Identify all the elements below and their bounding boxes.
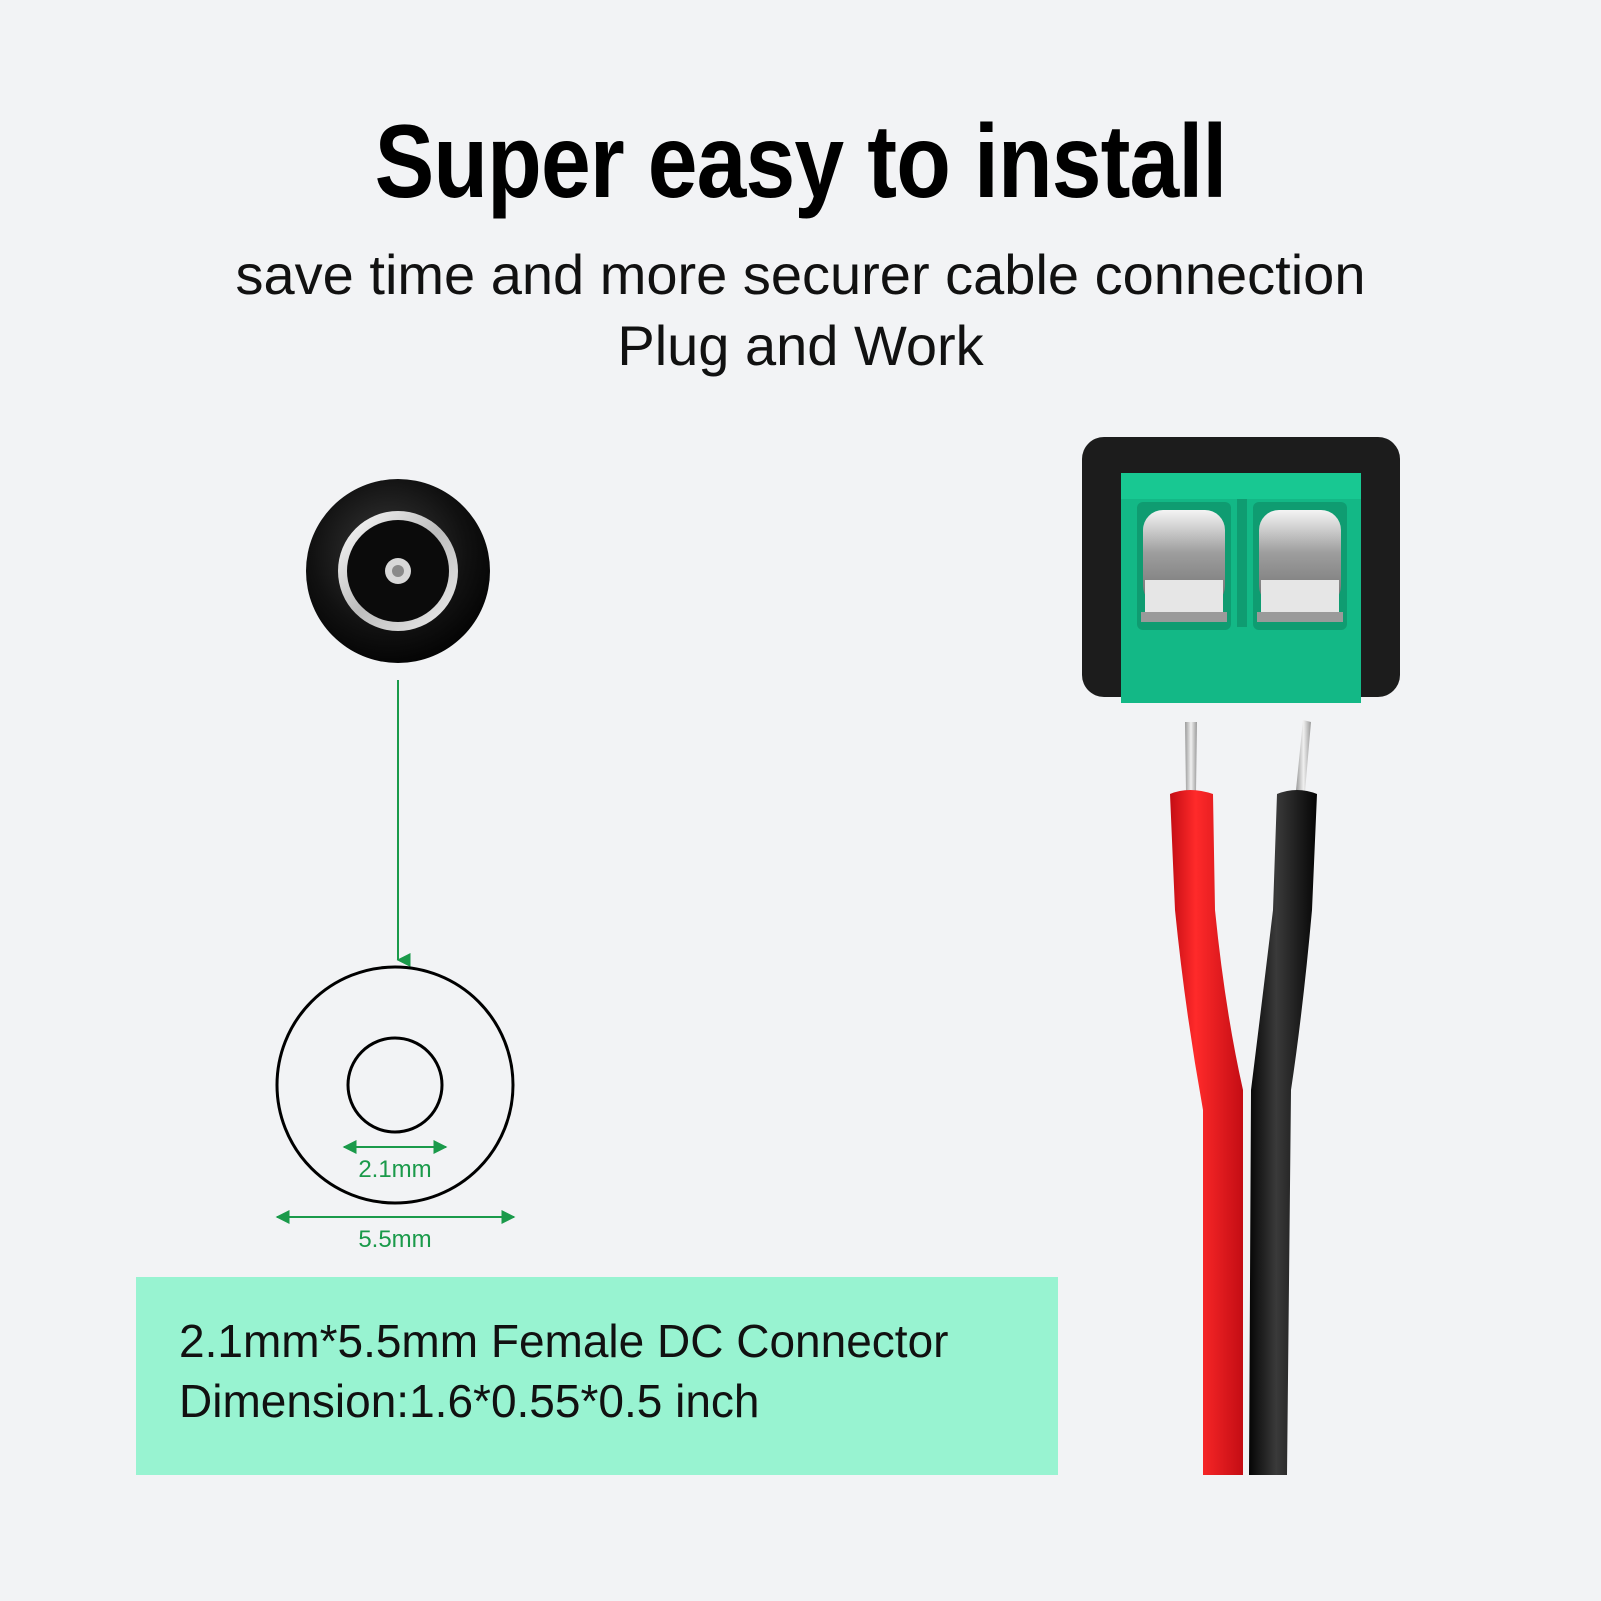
screw-terminal-2 bbox=[1253, 502, 1347, 630]
spec-connector-type: 2.1mm*5.5mm Female DC Connector bbox=[179, 1315, 949, 1367]
outer-diameter-label: 5.5mm bbox=[358, 1226, 431, 1250]
spec-info-box: 2.1mm*5.5mm Female DC Connector Dimensio… bbox=[136, 1277, 1058, 1475]
connector-outline-drawing bbox=[275, 965, 515, 1205]
spec-dimension: Dimension:1.6*0.55*0.5 inch bbox=[179, 1375, 760, 1427]
subtitle-line-1: save time and more securer cable connect… bbox=[235, 243, 1366, 306]
dc-jack-diagram: 2.1mm 5.5mm bbox=[275, 479, 516, 1250]
terminal-block-product bbox=[1082, 437, 1400, 1475]
page-title: Super easy to install bbox=[374, 104, 1228, 220]
red-wire bbox=[1170, 790, 1243, 1475]
inner-circle bbox=[346, 1036, 444, 1134]
dc-jack-photo bbox=[306, 479, 490, 663]
black-wire bbox=[1249, 790, 1317, 1475]
inner-diameter-label: 2.1mm bbox=[358, 1156, 431, 1183]
subtitle-line-2: Plug and Work bbox=[617, 314, 984, 377]
screw-terminal-1 bbox=[1137, 502, 1231, 630]
outer-circle bbox=[275, 965, 515, 1205]
